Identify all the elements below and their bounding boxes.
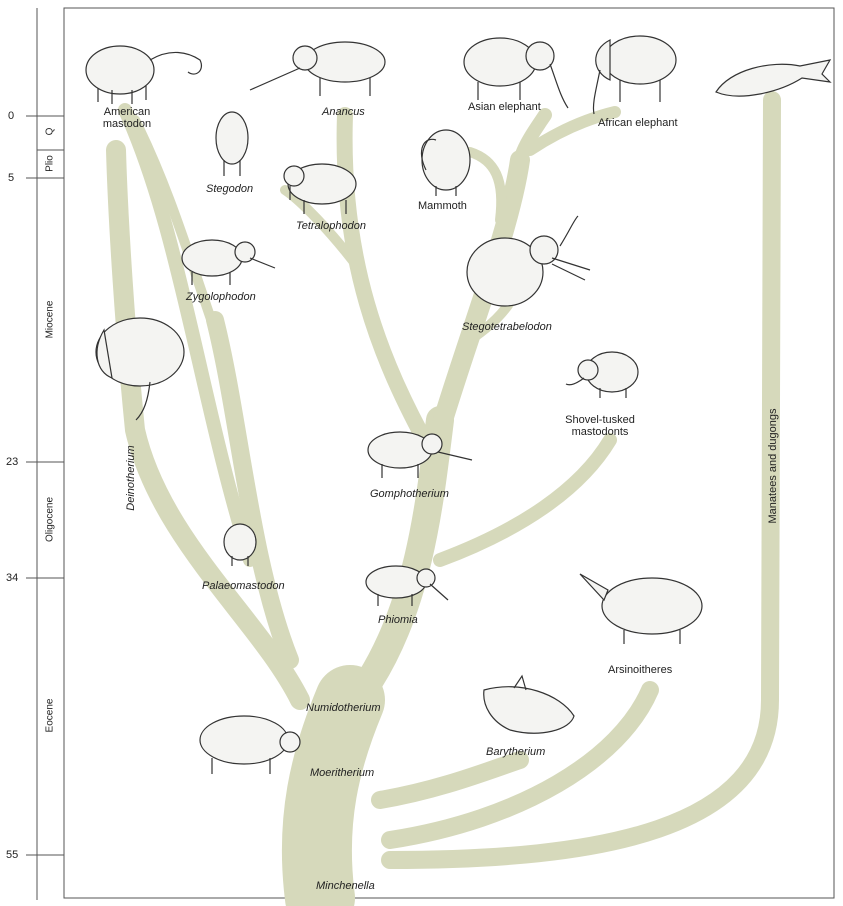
african-elephant-branch — [524, 106, 621, 156]
label-stegotetrabelodon: Stegotetrabelodon — [462, 321, 552, 333]
american-mastodon-icon — [85, 45, 202, 104]
barytherium-icon — [483, 674, 575, 734]
arsinoithere-icon — [579, 573, 703, 644]
tetralophodon-icon — [283, 163, 357, 214]
shovel-tusked-icon — [565, 351, 639, 398]
label-american-mastodon: American mastodon — [92, 106, 162, 130]
moeritherium-icon — [199, 715, 301, 774]
label-stegodon: Stegodon — [206, 183, 254, 195]
african-elephant-icon — [592, 35, 677, 115]
label-deinotherium: Deinotherium — [125, 445, 137, 511]
zygolophodon-branch — [130, 115, 230, 365]
trunk-branch — [281, 665, 385, 906]
palaeomastodon-icon — [223, 523, 257, 566]
label-mammoth: Mammoth — [418, 200, 467, 212]
tick-23: 23 — [6, 456, 19, 468]
label-american-mastodon-line1: American — [103, 106, 151, 118]
label-zygolophodon: Zygolophodon — [186, 291, 256, 303]
tick-55: 55 — [6, 849, 19, 861]
label-arsinoitheres: Arsinoitheres — [608, 664, 673, 676]
time-scale — [26, 8, 64, 900]
epoch-eocene: Eocene — [44, 698, 56, 733]
label-anancus: Anancus — [322, 106, 365, 118]
asian-elephant-icon — [463, 37, 569, 109]
stegodon-icon — [215, 111, 249, 176]
shovel-tusked-branch — [433, 433, 617, 567]
label-tetralophodon: Tetralophodon — [296, 220, 366, 232]
deinotherium-branch — [106, 140, 310, 710]
sirenian-icon — [715, 59, 832, 97]
phiomia-icon — [365, 565, 449, 606]
tick-34: 34 — [6, 572, 19, 584]
label-shovel-tusked-line1: Shovel-tusked — [565, 414, 635, 426]
label-phiomia: Phiomia — [378, 614, 418, 626]
tick-0: 0 — [8, 110, 15, 122]
asian-elephant-branch — [511, 108, 552, 177]
label-numidotherium: Numidotherium — [306, 702, 381, 714]
arsinoithere-branch — [381, 681, 659, 849]
epoch-miocene: Miocene — [44, 300, 56, 339]
label-african-elephant: African elephant — [598, 117, 678, 129]
epoch-oligocene: Oligocene — [44, 496, 56, 543]
label-manatees-dugongs: Manatees and dugongs — [767, 408, 779, 524]
mammoth-icon — [421, 129, 471, 196]
label-asian-elephant: Asian elephant — [468, 101, 541, 113]
label-shovel-tusked-line2: mastodonts — [571, 426, 629, 438]
gomphotherium-icon — [367, 431, 473, 478]
label-shovel-tusked: Shovel-tusked mastodonts — [560, 414, 640, 438]
zygolophodon-icon — [181, 239, 276, 285]
mammoth-branch — [465, 147, 507, 225]
sirenian-branch — [381, 91, 781, 869]
epoch-plio: Plio — [44, 155, 56, 172]
tick-5: 5 — [8, 172, 15, 184]
label-palaeomastodon: Palaeomastodon — [202, 580, 285, 592]
deinotherium-icon — [95, 317, 185, 421]
label-gomphotherium: Gomphotherium — [370, 488, 449, 500]
barytherium-branch — [371, 751, 529, 809]
animal-icons — [85, 35, 832, 774]
label-moeritherium: Moeritherium — [310, 767, 375, 779]
stegotetrabelodon-icon — [466, 215, 591, 307]
label-barytherium: Barytherium — [486, 746, 546, 758]
label-minchenella: Minchenella — [316, 880, 375, 892]
anancus-icon — [249, 41, 386, 96]
label-american-mastodon-line2: mastodon — [102, 118, 152, 130]
epoch-q: Q — [44, 127, 56, 136]
mastodon-branch — [118, 103, 257, 567]
